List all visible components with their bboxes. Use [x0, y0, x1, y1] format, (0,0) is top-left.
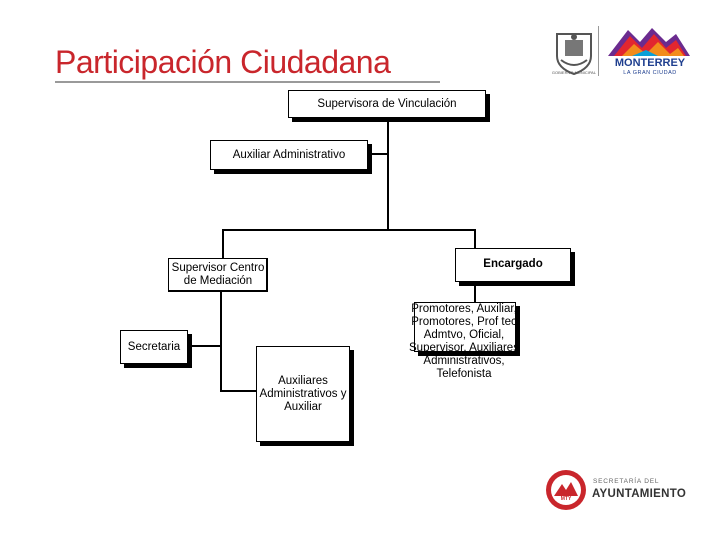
- node-label: Supervisora de Vinculación: [317, 97, 457, 110]
- brand-name: MONTERREY: [614, 57, 686, 69]
- mty-badge-label: MTY: [560, 496, 572, 502]
- node-supervisor-centro-mediacion: Supervisor Centro de Mediación: [168, 258, 268, 292]
- node-label: Auxiliar Administrativo: [232, 148, 346, 161]
- node-label: Supervisor Centro de Mediación: [171, 262, 265, 287]
- connector-supervisora-down: [387, 118, 389, 230]
- node-auxiliares-administrativos: Auxiliares Administrativos y Auxiliar: [256, 346, 350, 442]
- node-label: Auxiliares Administrativos y Auxiliar: [259, 374, 347, 413]
- gov-label: GOBIERNO MUNICIPAL: [551, 70, 597, 75]
- connector-right-drop: [474, 229, 476, 249]
- secretaria-label: SECRETARÍA DEL: [593, 478, 660, 485]
- centro-box-bottom: [168, 290, 268, 292]
- ayuntamiento-label: AYUNTAMIENTO: [592, 488, 687, 500]
- connector-encargado-down: [474, 282, 476, 302]
- municipal-seal-logo: [556, 33, 592, 76]
- connector-centro-down: [220, 292, 222, 392]
- node-promotores: [414, 302, 516, 352]
- connector-left-drop: [222, 229, 224, 259]
- connector-auxiliares: [220, 390, 256, 392]
- connector-aux-admin: [368, 153, 388, 155]
- node-secretaria: Secretaria: [120, 330, 188, 364]
- centro-box-top: [168, 258, 268, 259]
- brand-tagline: LA GRAN CIUDAD: [623, 70, 677, 76]
- centro-box-right: [266, 258, 268, 292]
- header-logo-divider: [598, 26, 599, 76]
- monterrey-mountain-logo: [608, 28, 690, 56]
- node-auxiliar-administrativo: Auxiliar Administrativo: [210, 140, 368, 170]
- node-supervisora-vinculacion: Supervisora de Vinculación: [288, 90, 486, 118]
- promotores-label: Promotores, Auxiliar, Promotores, Prof t…: [409, 303, 519, 380]
- mty-badge-icon: [546, 470, 586, 510]
- title-divider: [55, 81, 440, 83]
- node-encargado: Encargado: [455, 248, 571, 282]
- connector-secretaria: [188, 345, 221, 347]
- connector-horizontal-main: [222, 229, 476, 231]
- page-title: Participación Ciudadana: [55, 44, 391, 80]
- node-label: Secretaria: [127, 340, 181, 353]
- node-label: Encargado: [483, 258, 543, 270]
